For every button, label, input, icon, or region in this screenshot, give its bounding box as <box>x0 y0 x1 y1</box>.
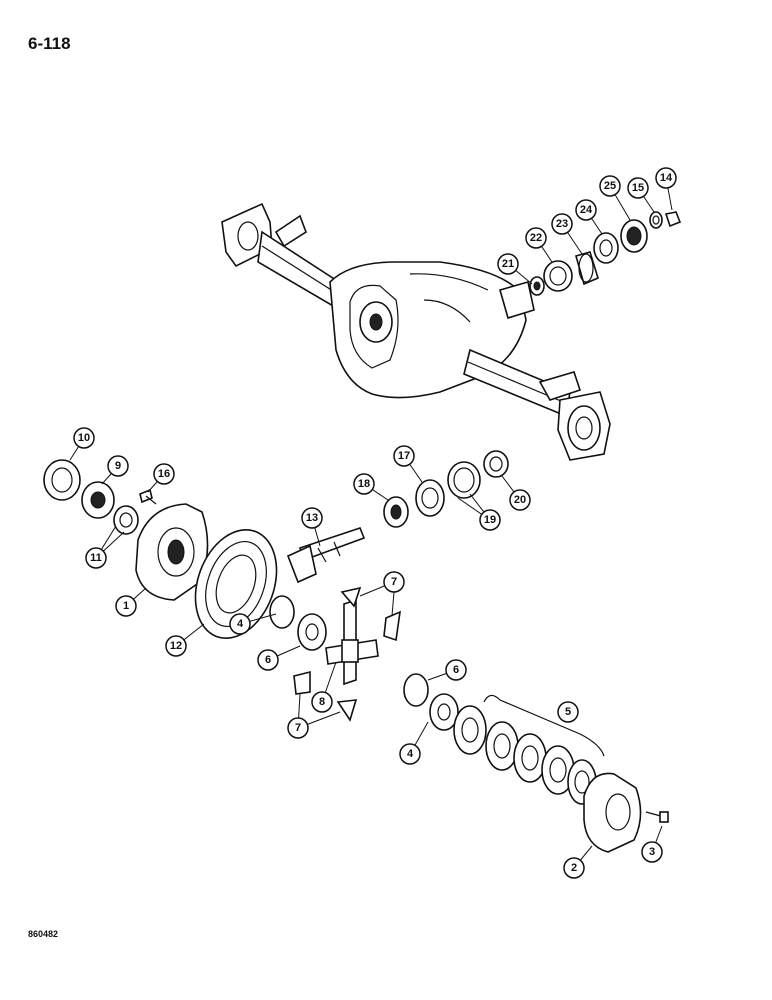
svg-text:20: 20 <box>514 494 526 506</box>
svg-text:3: 3 <box>649 846 655 858</box>
svg-text:4: 4 <box>407 748 414 760</box>
pinion-shaft <box>286 527 366 584</box>
svg-text:18: 18 <box>358 478 370 490</box>
callout-22: 22 <box>525 227 553 263</box>
callout-18: 18 <box>353 473 389 501</box>
callout-8: 8 <box>311 661 337 713</box>
axle-housing <box>221 202 611 461</box>
svg-text:19: 19 <box>484 514 496 526</box>
pinion-nose-parts <box>529 211 682 296</box>
differential-case-and-ring-gear <box>135 503 278 640</box>
svg-text:10: 10 <box>78 432 90 444</box>
svg-text:11: 11 <box>90 552 102 564</box>
left-carrier-bearing-parts <box>43 459 157 535</box>
svg-text:22: 22 <box>530 232 542 244</box>
callout-25: 25 <box>599 175 631 221</box>
callout-23: 23 <box>551 213 583 255</box>
callout-6-lower: 6 <box>427 659 467 681</box>
svg-text:6: 6 <box>265 654 271 666</box>
clutch-pack-and-case <box>453 694 669 853</box>
svg-text:17: 17 <box>398 450 410 462</box>
callout-20: 20 <box>501 475 531 511</box>
callout-14: 14 <box>655 167 677 211</box>
callout-10: 10 <box>69 427 95 461</box>
svg-text:24: 24 <box>580 204 593 216</box>
svg-text:4: 4 <box>237 618 244 630</box>
callout-4-upper: 4 <box>229 613 277 635</box>
svg-text:12: 12 <box>170 640 182 652</box>
callout-3: 3 <box>641 825 663 863</box>
svg-text:7: 7 <box>295 722 301 734</box>
callout-15: 15 <box>627 177 655 213</box>
callout-6-upper: 6 <box>257 645 301 671</box>
svg-text:25: 25 <box>604 180 616 192</box>
callout-9: 9 <box>101 455 129 485</box>
callout-7-upper: 7 <box>359 571 405 617</box>
drawing-reference-code: 860482 <box>28 929 59 939</box>
callout-11: 11 <box>85 525 125 569</box>
callout-4-lower: 4 <box>399 721 429 765</box>
svg-text:23: 23 <box>556 218 568 230</box>
svg-text:9: 9 <box>115 460 121 472</box>
callout-2: 2 <box>563 845 593 879</box>
svg-text:7: 7 <box>391 576 397 588</box>
callout-21: 21 <box>497 253 533 285</box>
spider-gear-assembly <box>269 586 459 731</box>
svg-text:1: 1 <box>123 600 129 612</box>
pinion-bearing-parts <box>383 450 509 528</box>
callout-7-lower: 7 <box>287 693 341 739</box>
callout-13: 13 <box>301 507 323 547</box>
svg-text:8: 8 <box>319 696 325 708</box>
svg-text:21: 21 <box>502 258 514 270</box>
svg-text:5: 5 <box>565 706 571 718</box>
callout-1: 1 <box>115 587 147 617</box>
callout-19: 19 <box>457 493 501 531</box>
callout-24: 24 <box>575 199 603 235</box>
svg-text:16: 16 <box>158 468 170 480</box>
callout-5: 5 <box>557 701 579 723</box>
page-number: 6-118 <box>28 34 71 53</box>
callout-16: 16 <box>147 463 175 493</box>
callout-12: 12 <box>165 623 205 657</box>
callout-17: 17 <box>393 445 423 483</box>
svg-text:2: 2 <box>571 862 577 874</box>
svg-text:6: 6 <box>453 664 459 676</box>
svg-text:13: 13 <box>306 512 318 524</box>
svg-text:15: 15 <box>632 182 644 194</box>
svg-text:14: 14 <box>660 172 673 184</box>
